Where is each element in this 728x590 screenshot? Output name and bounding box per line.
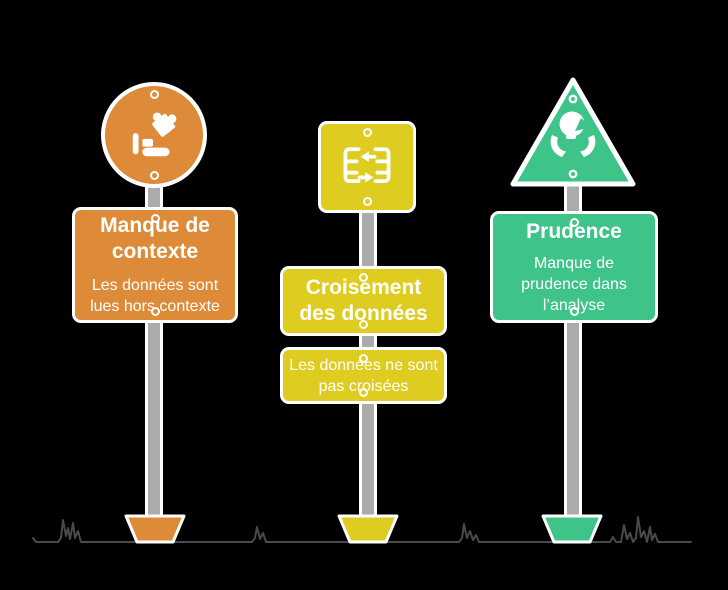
sign-base-right	[541, 514, 603, 544]
sign-subtitle: Manque de prudence dans l’analyse	[521, 253, 627, 316]
screw-icon	[150, 307, 160, 316]
sign-panel-prudence: Prudence Manque de prudence dans l’analy…	[490, 211, 658, 323]
sign-head-circle	[101, 82, 207, 188]
sign-head-square	[318, 121, 416, 213]
sign-title-line: Prudence	[526, 219, 622, 243]
screw-icon	[150, 214, 160, 223]
screw-icon	[568, 94, 578, 104]
sign-panel-croisement-subtitle: Les données ne sont pas croisées	[280, 347, 447, 404]
sign-title: Manque de contexte	[100, 213, 210, 265]
sign-title-line: Croisement	[305, 276, 422, 299]
sign-subtitle-line: lues hors contexte	[90, 298, 220, 315]
screw-icon	[362, 128, 372, 137]
sign-title: Croisement des données	[299, 275, 427, 327]
sign-subtitle: Les données sont lues hors contexte	[90, 275, 220, 317]
sign-base-left	[124, 514, 186, 544]
screw-icon	[359, 354, 368, 363]
screw-icon	[362, 197, 372, 206]
sign-subtitle-line: Les données ne sont	[289, 356, 438, 374]
sign-base-middle	[337, 514, 399, 544]
screw-icon	[149, 171, 159, 180]
screw-icon	[569, 307, 579, 316]
screw-icon	[149, 90, 159, 99]
sign-head-triangle	[510, 77, 636, 187]
hand-puzzle-icon	[132, 112, 177, 157]
sign-title-line: des données	[299, 302, 428, 325]
sign-subtitle-line: l’analyse	[542, 296, 606, 314]
screw-icon	[359, 388, 368, 397]
screw-icon	[568, 169, 578, 179]
screw-icon	[359, 273, 368, 282]
screw-icon	[359, 320, 368, 329]
sign-subtitle-line: prudence dans	[521, 275, 627, 293]
sign-panel-context: Manque de contexte Les données sont lues…	[72, 207, 238, 323]
sign-title-line: Manque de	[100, 214, 210, 237]
sign-subtitle-line: Les données sont	[91, 277, 219, 294]
screw-icon	[569, 218, 579, 227]
sign-subtitle: Les données ne sont pas croisées	[289, 355, 438, 397]
sign-title-line: contexte	[111, 240, 199, 263]
sign-subtitle-line: pas croisées	[318, 377, 409, 395]
sign-panel-croisement-title: Croisement des données	[280, 266, 447, 336]
data-exchange-icon	[343, 147, 391, 183]
sign-title: Prudence	[526, 219, 622, 245]
ground-line	[32, 516, 692, 543]
grass-path	[32, 516, 692, 543]
head-in-hands-icon	[550, 111, 596, 157]
sign-subtitle-line: Manque de	[533, 254, 615, 272]
